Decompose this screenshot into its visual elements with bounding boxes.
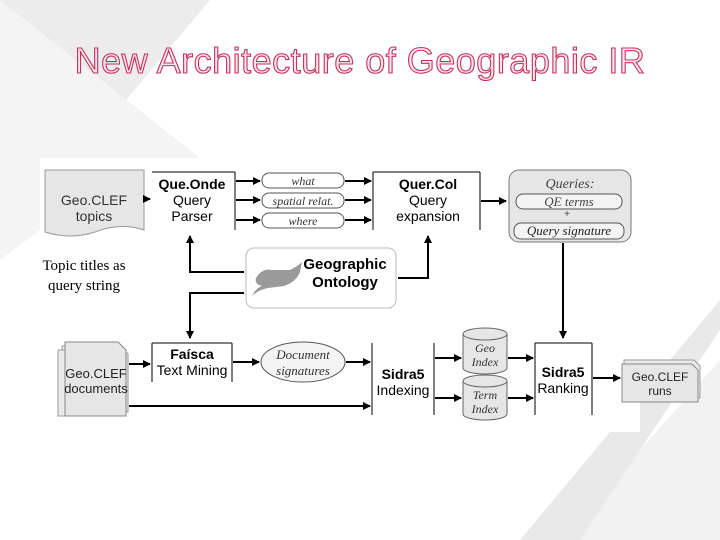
term-index-label-2: Index <box>471 402 499 416</box>
term-index-node: Term Index <box>462 374 508 421</box>
runs-node: Geo.CLEF runs <box>621 359 701 403</box>
indexing-label-1: Sidra5 <box>382 366 425 382</box>
note-line-1: Topic titles as <box>42 258 126 274</box>
qe-terms-label: QE terms <box>544 194 593 209</box>
topics-label-2: topics <box>76 208 113 224</box>
spatial-label: spatial relat. <box>273 194 334 208</box>
topic-titles-note: Topic titles as query string <box>22 256 146 296</box>
runs-label-2: runs <box>648 384 671 398</box>
queonde-label-3: Parser <box>171 208 213 224</box>
docsig-label-2: signatures <box>276 363 330 378</box>
ranking-label-1: Sidra5 <box>542 364 585 380</box>
runs-label-1: Geo.CLEF <box>632 370 689 384</box>
documents-label-2: documents <box>64 381 128 396</box>
where-pill: where <box>261 212 345 229</box>
queries-label: Queries: <box>546 177 595 192</box>
note-line-2: query string <box>47 278 121 294</box>
geo-index-label-1: Geo <box>475 341 495 355</box>
docsig-label-1: Document <box>275 347 330 362</box>
ranking-label-2: Ranking <box>537 380 588 396</box>
geo-index-label-2: Index <box>471 355 499 369</box>
quercol-node: Quer.Col Query expansion <box>372 171 481 230</box>
queries-node: Queries: QE terms + Query signature <box>508 169 632 243</box>
where-label: where <box>289 214 319 228</box>
queries-plus: + <box>564 209 570 220</box>
arrow-ontology-quercol <box>398 235 432 279</box>
what-pill: what <box>261 172 345 189</box>
quercol-label-1: Quer.Col <box>399 176 457 192</box>
slide-title: New Architecture of Geographic IR <box>74 39 646 81</box>
ontology-label-1: Geographic <box>303 256 386 273</box>
queonde-label-2: Query <box>173 192 211 208</box>
topics-label-1: Geo.CLEF <box>61 192 127 208</box>
topics-node: Geo.CLEF topics <box>44 169 145 237</box>
arrow-ontology-faisca <box>186 292 244 339</box>
docsig-node: Document signatures <box>260 341 346 383</box>
quercol-label-2: Query <box>409 192 447 208</box>
term-index-label-1: Term <box>473 388 498 402</box>
ontology-label-2: Ontology <box>312 274 378 291</box>
quercol-label-3: expansion <box>396 208 460 224</box>
faisca-label-1: Faísca <box>170 346 214 362</box>
documents-node: Geo.CLEF documents <box>57 341 129 417</box>
indexing-label-2: Indexing <box>377 382 430 398</box>
geo-index-node: Geo Index <box>462 327 508 375</box>
spatial-pill: spatial relat. <box>261 192 345 209</box>
ranking-node: Sidra5 Ranking <box>534 342 593 415</box>
faisca-node: Faísca Text Mining <box>151 342 233 382</box>
queonde-node: Que.Onde Query Parser <box>152 171 236 230</box>
what-label: what <box>291 174 315 188</box>
queonde-label-1: Que.Onde <box>159 176 226 192</box>
query-signature-label: Query signature <box>527 223 612 238</box>
documents-label-1: Geo.CLEF <box>65 366 126 381</box>
ontology-node: Geographic Ontology <box>245 247 397 309</box>
indexing-node: Sidra5 Indexing <box>371 343 435 415</box>
arrow-ontology-queonde <box>186 235 244 273</box>
lamp-icon <box>252 262 302 296</box>
faisca-label-2: Text Mining <box>157 362 228 378</box>
